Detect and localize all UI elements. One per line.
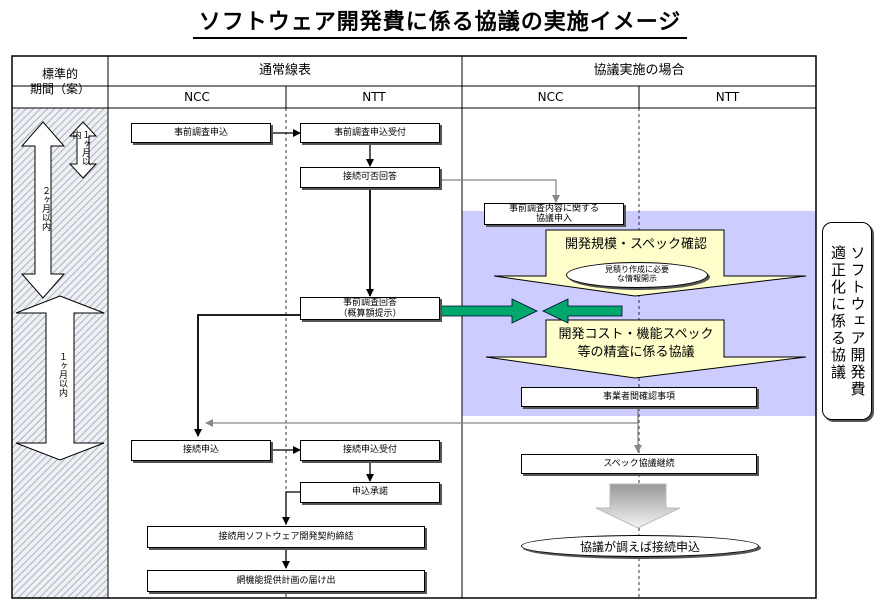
header-normal-schedule: 通常線表	[258, 62, 311, 78]
callout-estimate-info: 見積り作成に必要 な情報開示	[566, 262, 708, 288]
box-consult-apply: 事前調査内容に関する 協議申入	[484, 203, 624, 225]
box-connection-reply: 接続可否回答	[300, 167, 440, 188]
box-software-contract: 接続用ソフトウェア開発契約締結	[147, 526, 425, 548]
period-arrow-two-months	[20, 121, 66, 299]
green-arrow-left	[542, 298, 623, 324]
box-pre-survey-accept: 事前調査申込受付	[300, 123, 440, 143]
box-spec-continue: スペック協議継続	[521, 454, 757, 474]
period-label-two-months: ２ヶ月以内	[40, 186, 50, 231]
fade-arrow	[595, 483, 681, 529]
box-connection-apply: 接続申込	[131, 440, 271, 461]
header-ncc-normal: NCC	[184, 89, 210, 104]
box-apply-approve: 申込承諾	[300, 482, 440, 503]
header-ncc-consult: NCC	[537, 89, 564, 104]
box-network-plan: 網機能提供計画の届け出	[147, 570, 425, 592]
side-note: ソフトウェア開発費 適正化に係る協議	[822, 222, 872, 420]
box-business-confirm: 事業者間確認事項	[521, 387, 757, 407]
period-arrow-one-month-top	[68, 121, 98, 179]
page-title: ソフトウェア開発費に係る協議の実施イメージ	[0, 4, 880, 39]
header-consultation: 協議実施の場合	[593, 62, 685, 78]
header-ntt-consult: NTT	[715, 89, 740, 104]
period-arrow-one-month-bottom	[15, 295, 105, 461]
callout-cost-review: 開発コスト・機能スペック 等の精査に係る協議	[558, 327, 714, 360]
box-pre-survey-reply: 事前調査回答 （概算額提示）	[300, 297, 440, 320]
callout-scale-spec: 開発規模・スペック確認	[564, 237, 708, 252]
period-label-one-month-bottom: １ヶ月以内	[57, 352, 67, 397]
callout-consult-done: 協議が調えば接続申込	[521, 535, 759, 557]
box-pre-survey-apply: 事前調査申込	[131, 123, 271, 143]
header-ntt-normal: NTT	[362, 89, 386, 104]
green-arrow-right	[440, 298, 538, 324]
box-connection-accept: 接続申込受付	[300, 440, 440, 461]
period-label-one-month-top: １ヶ月以内	[70, 130, 90, 166]
header-period: 標準的 期間（案）	[29, 67, 90, 96]
callout-arrow-cost	[485, 319, 807, 379]
